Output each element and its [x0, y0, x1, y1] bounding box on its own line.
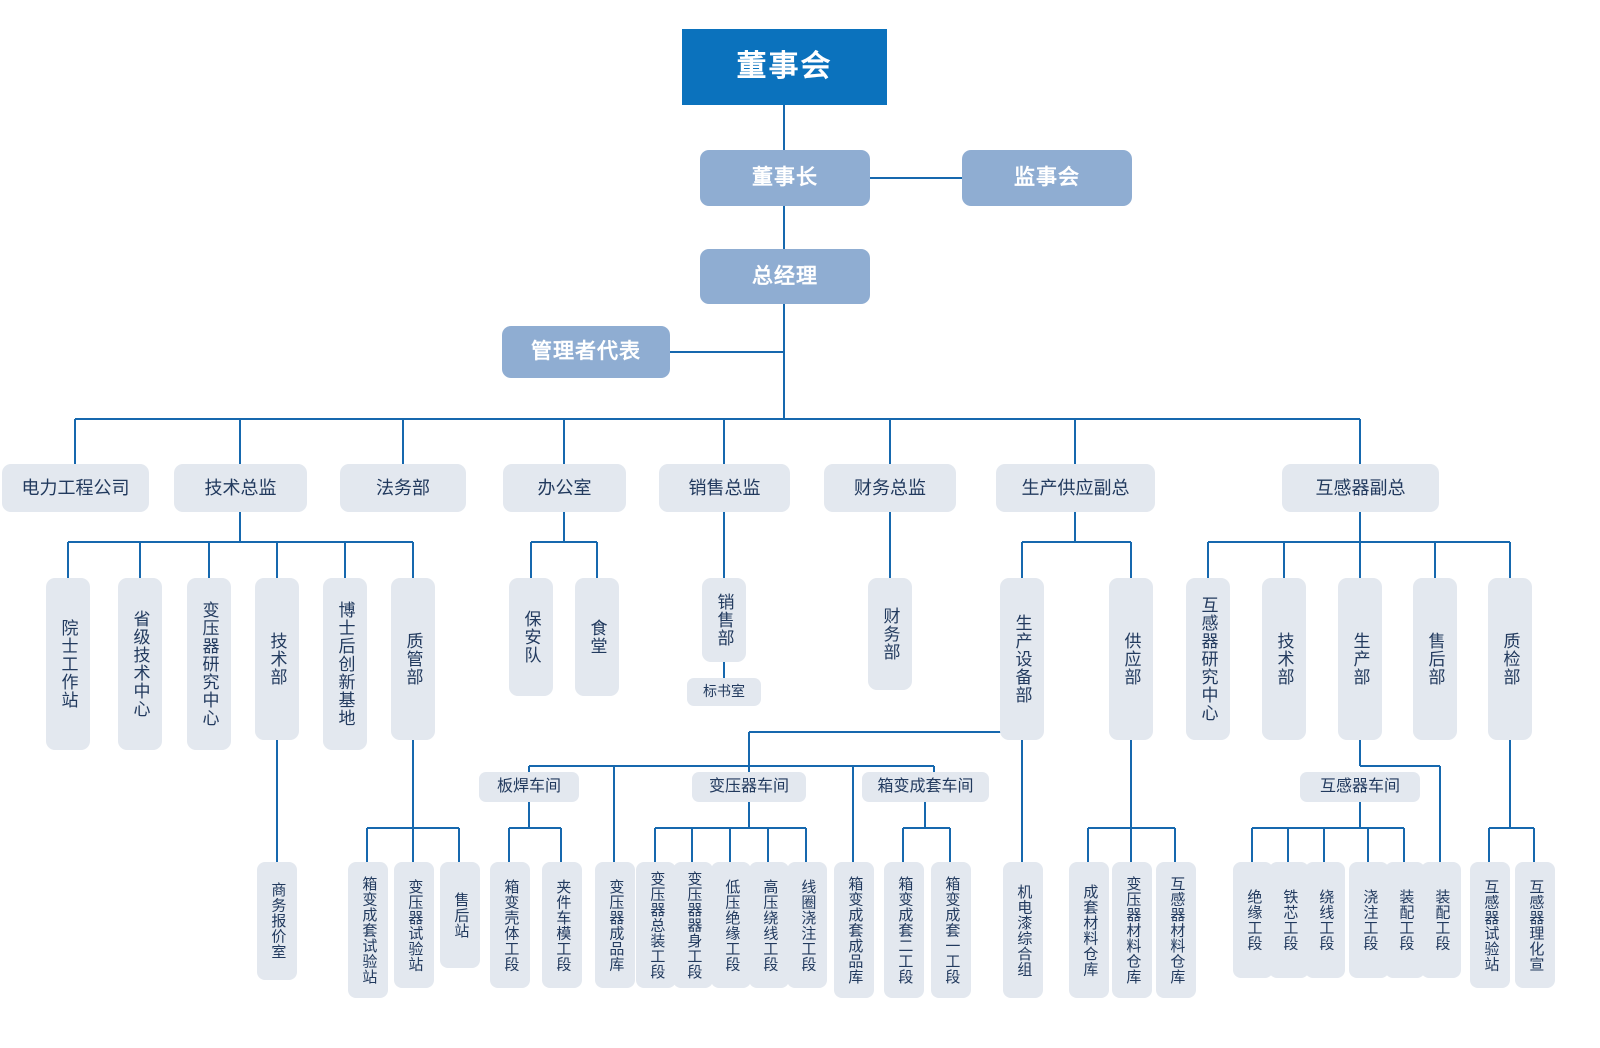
- node-business-quotation-office[interactable]: 商务报价室: [257, 862, 297, 980]
- node-canteen[interactable]: 食堂: [575, 578, 619, 696]
- node-quality-inspection-department[interactable]: 质检部: [1488, 578, 1532, 740]
- node-assembly-section-b[interactable]: 装配工段: [1421, 862, 1461, 978]
- node-after-sales-station[interactable]: 售后站: [440, 862, 480, 968]
- node-transformer-test-station[interactable]: 变压器试验站: [394, 862, 434, 988]
- node-ct-production-department[interactable]: 生产部: [1338, 578, 1382, 740]
- node-transformer-body-section[interactable]: 变压器器身工段: [673, 862, 713, 988]
- node-box-assembly-section-two[interactable]: 箱变成套二工段: [884, 862, 924, 998]
- node-assembly-section-a[interactable]: 装配工段: [1385, 862, 1425, 978]
- node-production-supply-vp[interactable]: 生产供应副总: [996, 464, 1155, 512]
- node-supervisory-board[interactable]: 监事会: [962, 150, 1132, 206]
- node-technical-director[interactable]: 技术总监: [174, 464, 307, 512]
- node-transformer-research-center[interactable]: 变压器研究中心: [187, 578, 231, 750]
- node-casting-section[interactable]: 浇注工段: [1349, 862, 1389, 978]
- node-box-assembly-section-one[interactable]: 箱变成套一工段: [931, 862, 971, 998]
- node-ct-research-center[interactable]: 互感器研究中心: [1186, 578, 1230, 740]
- node-chairman[interactable]: 董事长: [700, 150, 870, 206]
- node-ct-workshop[interactable]: 互感器车间: [1300, 772, 1420, 802]
- node-winding-section[interactable]: 绕线工段: [1305, 862, 1345, 978]
- node-coil-casting-section[interactable]: 线圈浇注工段: [787, 862, 827, 988]
- node-sales-director[interactable]: 销售总监: [659, 464, 790, 512]
- node-clamp-mold-section[interactable]: 夹件车模工段: [542, 862, 582, 988]
- node-management-representative[interactable]: 管理者代表: [502, 326, 670, 378]
- node-insulation-section[interactable]: 绝缘工段: [1233, 862, 1273, 978]
- node-production-equipment-department[interactable]: 生产设备部: [1000, 578, 1044, 740]
- node-technical-department[interactable]: 技术部: [255, 578, 299, 740]
- node-instrument-transformer-vp[interactable]: 互感器副总: [1282, 464, 1439, 512]
- node-electromechanical-paint-group[interactable]: 机电漆综合组: [1003, 862, 1043, 998]
- node-ct-material-warehouse[interactable]: 互感器材料仓库: [1156, 862, 1196, 998]
- node-security-team[interactable]: 保安队: [509, 578, 553, 696]
- node-lv-insulation-section[interactable]: 低压绝缘工段: [711, 862, 751, 988]
- node-sales-department[interactable]: 销售部: [702, 578, 746, 662]
- node-academician-workstation[interactable]: 院士工作站: [46, 578, 90, 750]
- node-after-sales-department[interactable]: 售后部: [1413, 578, 1457, 740]
- node-postdoctoral-innovation-base[interactable]: 博士后创新基地: [323, 578, 367, 750]
- node-transformer-finished-goods-store[interactable]: 变压器成品库: [595, 862, 635, 988]
- node-box-shell-section[interactable]: 箱变壳体工段: [490, 862, 530, 988]
- node-board-of-directors[interactable]: 董事会: [682, 29, 887, 105]
- node-finance-department[interactable]: 财务部: [868, 578, 912, 690]
- node-hv-winding-section[interactable]: 高压绕线工段: [749, 862, 789, 988]
- node-box-assembly-test-station[interactable]: 箱变成套试验站: [348, 862, 388, 998]
- node-quality-management-department[interactable]: 质管部: [391, 578, 435, 740]
- node-provincial-tech-center[interactable]: 省级技术中心: [118, 578, 162, 750]
- node-general-manager[interactable]: 总经理: [700, 249, 870, 304]
- node-power-engineering-company[interactable]: 电力工程公司: [2, 464, 149, 512]
- node-finance-director[interactable]: 财务总监: [824, 464, 956, 512]
- node-transformer-assembly-section[interactable]: 变压器总装工段: [636, 862, 676, 988]
- node-ct-physical-chemistry-room[interactable]: 互感器理化宣: [1515, 862, 1555, 988]
- node-bid-office[interactable]: 标书室: [687, 678, 761, 706]
- node-ct-technical-department[interactable]: 技术部: [1262, 578, 1306, 740]
- node-transformer-material-warehouse[interactable]: 变压器材料仓库: [1112, 862, 1152, 998]
- node-box-assembly-finished-goods-store[interactable]: 箱变成套成品库: [834, 862, 874, 998]
- node-box-assembly-workshop[interactable]: 箱变成套车间: [862, 772, 989, 802]
- node-supply-department[interactable]: 供应部: [1109, 578, 1153, 740]
- node-transformer-workshop[interactable]: 变压器车间: [692, 772, 806, 802]
- node-plate-welding-workshop[interactable]: 板焊车间: [479, 772, 579, 802]
- node-assembly-material-warehouse[interactable]: 成套材料仓库: [1069, 862, 1109, 998]
- node-legal-department[interactable]: 法务部: [340, 464, 466, 512]
- node-ct-test-station[interactable]: 互感器试验站: [1470, 862, 1510, 988]
- node-core-section[interactable]: 铁芯工段: [1269, 862, 1309, 978]
- node-office[interactable]: 办公室: [503, 464, 626, 512]
